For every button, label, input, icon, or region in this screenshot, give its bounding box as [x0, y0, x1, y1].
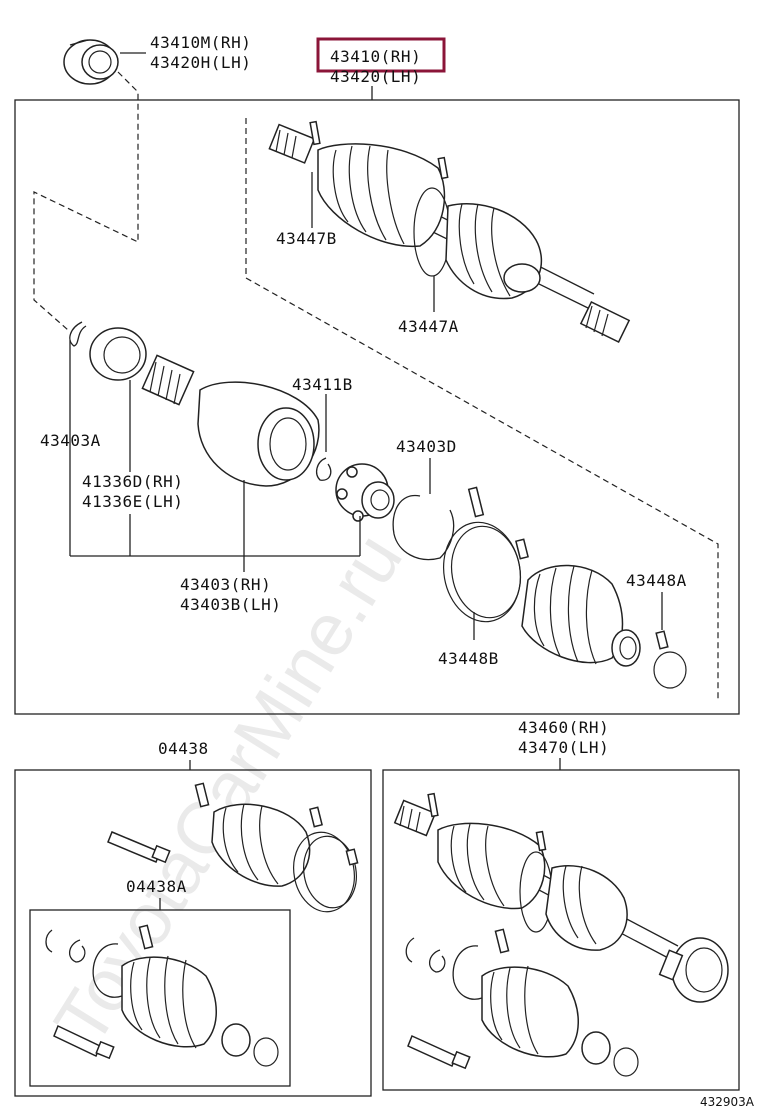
label-43420[interactable]: 43420(LH)	[330, 67, 421, 86]
shaft-kit-frame	[382, 769, 740, 1091]
subassembly-dashed-outline	[245, 118, 719, 700]
boot-clamp-small-part[interactable]	[653, 630, 687, 689]
label-43420h[interactable]: 43420H(LH)	[150, 53, 251, 72]
dust-seal-part[interactable]	[63, 39, 119, 85]
boot-clamp-large-part[interactable]	[436, 486, 529, 627]
label-43448a[interactable]: 43448A	[626, 571, 687, 590]
label-41336d[interactable]: 41336D(RH)	[82, 472, 183, 491]
label-43448b[interactable]: 43448B	[438, 649, 499, 668]
label-43403b-lh[interactable]: 43403B(LH)	[180, 595, 281, 614]
highlight-box	[316, 37, 446, 73]
small-snap-ring-part[interactable]	[315, 457, 332, 481]
large-snap-ring-part[interactable]	[392, 494, 455, 561]
drive-shaft-assembly-top[interactable]	[268, 120, 631, 343]
label-43411b[interactable]: 43411B	[292, 375, 353, 394]
label-43460[interactable]: 43460(RH)	[518, 718, 609, 737]
tripod-joint-part[interactable]	[335, 463, 395, 522]
boot-kit-frame	[14, 769, 372, 1097]
label-04438a[interactable]: 04438A	[126, 877, 187, 896]
dust-seal-dashed-leader	[33, 71, 139, 331]
inner-boot-part[interactable]	[521, 564, 641, 667]
inner-dust-seal-part[interactable]	[89, 327, 147, 381]
label-43447a[interactable]: 43447A	[398, 317, 459, 336]
boot-kit-outer-boot[interactable]	[194, 782, 361, 916]
boot-kit-a-parts[interactable]	[45, 924, 279, 1067]
label-43470[interactable]: 43470(LH)	[518, 738, 609, 757]
label-43403-rh[interactable]: 43403(RH)	[180, 575, 271, 594]
drive-shaft-assembly-frame	[14, 99, 740, 715]
label-43447b[interactable]: 43447B	[276, 229, 337, 248]
shaft-kit-assembly[interactable]	[393, 792, 729, 1003]
boot-kit-a-frame	[29, 909, 291, 1087]
label-41336e[interactable]: 41336E(LH)	[82, 492, 183, 511]
boot-kit-grease-tube[interactable]	[107, 831, 171, 864]
label-04438[interactable]: 04438	[158, 739, 209, 758]
label-43410[interactable]: 43410(RH)	[330, 47, 421, 66]
label-43410m[interactable]: 43410M(RH)	[150, 33, 251, 52]
snap-ring-part[interactable]	[69, 321, 87, 347]
figure-code: 432903A	[700, 1095, 755, 1109]
label-43403d[interactable]: 43403D	[396, 437, 457, 456]
inner-joint-housing-part[interactable]	[141, 354, 320, 487]
shaft-kit-loose-parts[interactable]	[405, 928, 639, 1077]
